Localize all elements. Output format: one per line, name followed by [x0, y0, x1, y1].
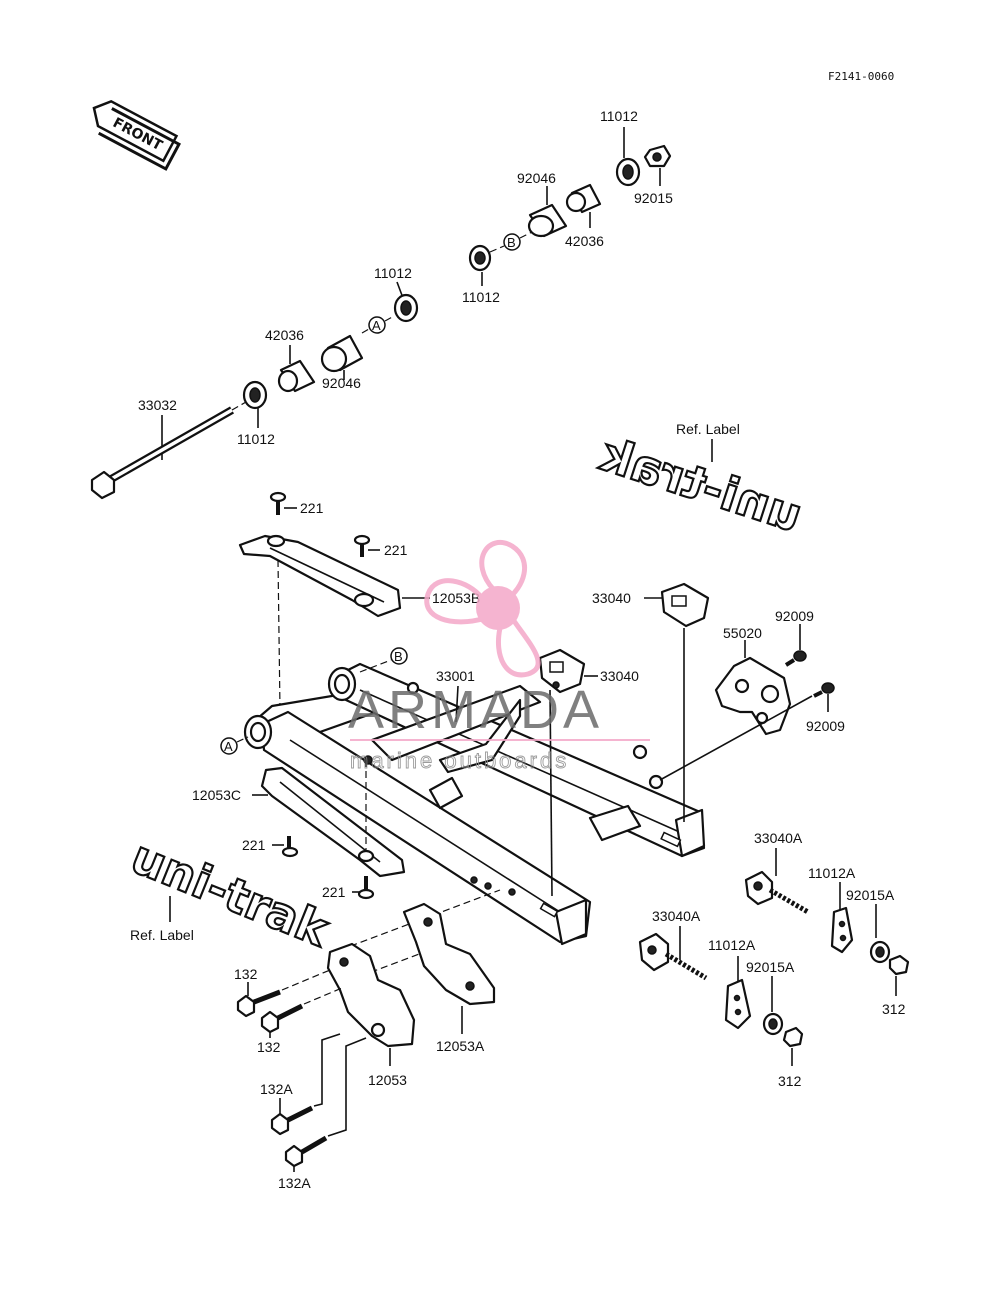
part-92015a-washer-upper: [869, 940, 891, 964]
label-12053c: 12053C: [192, 787, 241, 803]
part-42036-lower: [277, 359, 316, 393]
label-11012-c: 11012: [374, 265, 412, 281]
watermark-title: ARMADA: [348, 680, 603, 740]
part-33001-swingarm: [243, 662, 706, 946]
part-55020-plate: [714, 640, 792, 736]
label-221-d: 221: [322, 884, 346, 900]
part-33032-pivot-bolt: [90, 406, 234, 500]
uni-trak-logo-upper: uni-trak: [593, 426, 810, 544]
label-92046: 92046: [517, 170, 556, 186]
label-11012a-b: 11012A: [708, 937, 756, 953]
ref-mark-b-swingarm: B: [359, 647, 408, 673]
label-42036: 42036: [565, 233, 604, 249]
ref-label-lower: Ref. Label: [130, 927, 194, 943]
ref-label-upper: Ref. Label: [676, 421, 740, 437]
part-92046-upper: [527, 186, 568, 238]
svg-text:uni-trak: uni-trak: [594, 427, 809, 543]
label-11012: 11012: [600, 108, 638, 124]
part-12053c-chain-guide: [260, 766, 406, 878]
ref-mark-b-upper: B: [489, 231, 533, 253]
part-33040-adjuster-lower: [538, 648, 598, 694]
part-11012a-plate-upper: [830, 906, 854, 954]
label-221-c: 221: [242, 837, 266, 853]
label-92009-a: 92009: [775, 608, 814, 624]
part-12053-slider: [326, 942, 416, 1066]
label-11012a-a: 11012A: [808, 865, 856, 881]
label-55020: 55020: [723, 625, 762, 641]
front-arrow-icon: FRONT: [92, 99, 181, 171]
part-132a-bolt-b: [284, 1135, 328, 1172]
label-42036-b: 42036: [265, 327, 304, 343]
label-33040a-b: 33040A: [652, 908, 701, 924]
part-92009-bolt-a: [784, 624, 807, 667]
label-11012-d: 11012: [237, 431, 275, 447]
label-132-b: 132: [257, 1039, 281, 1055]
watermark-logo: ARMADA marine outboards: [348, 539, 650, 773]
part-312-nut-lower: [782, 1026, 804, 1066]
part-11012-top: [615, 127, 641, 187]
svg-text:B: B: [394, 649, 403, 664]
svg-text:B: B: [507, 235, 516, 250]
part-221-screw-a: [269, 491, 297, 515]
ref-mark-a-upper: A: [361, 315, 395, 334]
part-33040-adjuster-upper: [644, 582, 710, 628]
part-11012a-plate-lower: [724, 978, 752, 1030]
label-12053: 12053: [368, 1072, 407, 1088]
part-221-screw-d: [352, 876, 375, 900]
svg-text:A: A: [372, 318, 381, 333]
label-312-a: 312: [882, 1001, 906, 1017]
label-312-b: 312: [778, 1073, 802, 1089]
label-33040-a: 33040: [592, 590, 631, 606]
label-132-a: 132: [234, 966, 258, 982]
label-33040a-a: 33040A: [754, 830, 803, 846]
label-92046-b: 92046: [322, 375, 361, 391]
part-132-bolt-b: [260, 1003, 304, 1038]
label-11012-b: 11012: [462, 289, 500, 305]
label-12053a: 12053A: [436, 1038, 485, 1054]
part-92009-bolt-b: [813, 682, 835, 712]
propeller-icon: [424, 539, 541, 678]
part-132-bolt-a: [236, 982, 281, 1018]
ref-mark-a-swingarm: A: [220, 736, 249, 755]
diagram-code: F2141-0060: [828, 70, 894, 83]
part-92015a-washer-lower: [762, 1012, 784, 1036]
part-42036-upper: [565, 183, 602, 228]
part-92046-lower: [320, 334, 364, 380]
part-92015-nut: [643, 144, 672, 186]
label-221-b: 221: [384, 542, 408, 558]
part-33040a-adjuster-upper: [744, 870, 810, 915]
watermark-subtitle: marine outboards: [350, 748, 569, 773]
label-33040-b: 33040: [600, 668, 639, 684]
part-11012-c: [393, 293, 419, 323]
label-33032: 33032: [138, 397, 177, 413]
part-11012-b: [468, 244, 492, 286]
label-132a-a: 132A: [260, 1081, 293, 1097]
part-11012-d: [242, 380, 268, 428]
part-33040a-adjuster-lower: [638, 932, 708, 981]
label-12053b: 12053B: [432, 590, 480, 606]
label-221-a: 221: [300, 500, 324, 516]
label-92015a-b: 92015A: [746, 959, 795, 975]
part-12053a-slider: [402, 902, 496, 1034]
label-132a-b: 132A: [278, 1175, 311, 1191]
label-92015: 92015: [634, 190, 673, 206]
svg-text:A: A: [224, 739, 233, 754]
label-33001: 33001: [436, 668, 475, 684]
part-221-screw-b: [353, 534, 380, 557]
label-92015a-a: 92015A: [846, 887, 895, 903]
part-12053b-chain-guard: [238, 534, 402, 618]
part-221-screw-c: [272, 836, 299, 858]
part-132a-bolt-a: [270, 1098, 314, 1136]
label-92009-b: 92009: [806, 718, 845, 734]
part-312-nut-upper: [888, 954, 910, 996]
